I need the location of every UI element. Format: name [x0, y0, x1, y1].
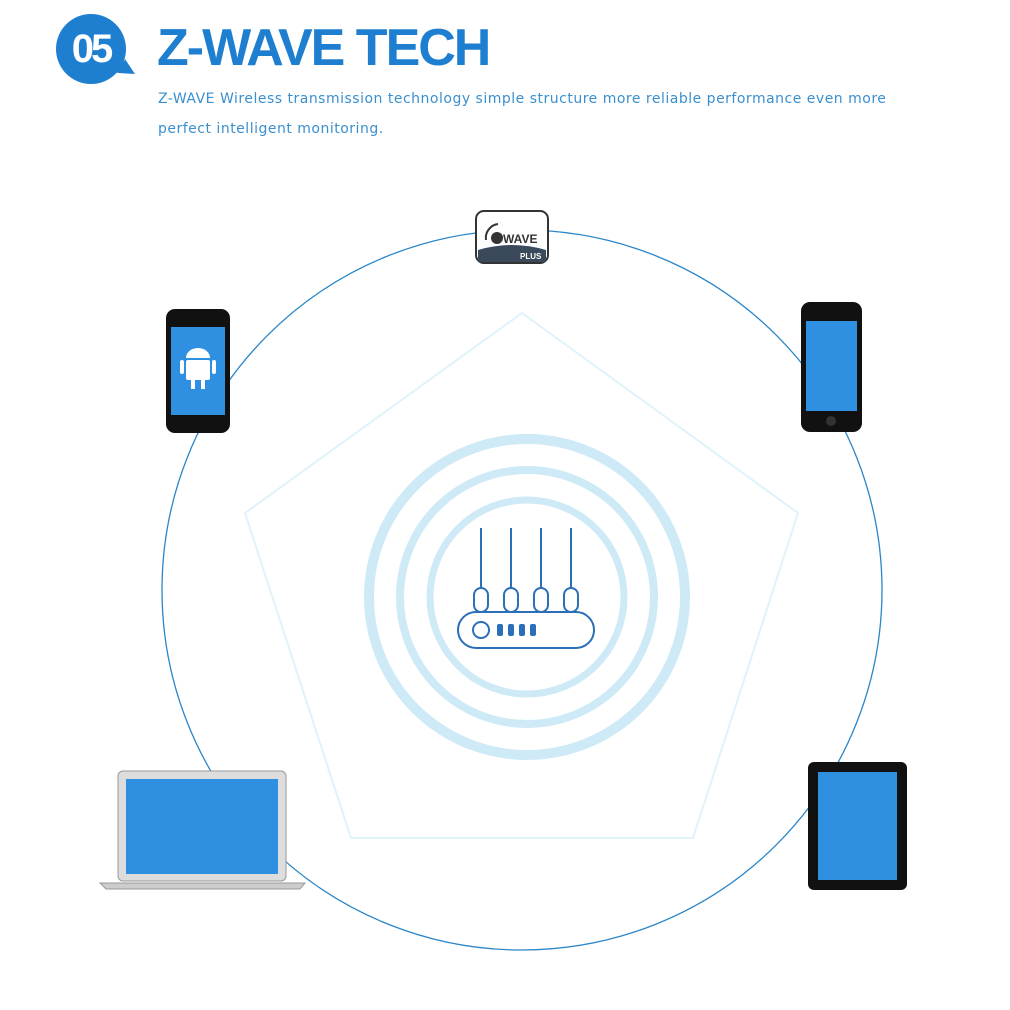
- iphone: [801, 302, 862, 432]
- android-icon: [180, 348, 216, 389]
- svg-text:PLUS: PLUS: [520, 252, 542, 261]
- signal-rings: [364, 434, 690, 760]
- pentagon-outline: [243, 311, 800, 839]
- section-number-badge: 05: [56, 14, 126, 84]
- page-title: Z-WAVE TECH: [157, 19, 491, 77]
- subtitle: Z-WAVE Wireless transmission technology …: [158, 91, 887, 137]
- tablet: [808, 762, 907, 890]
- svg-text:WAVE: WAVE: [503, 232, 537, 246]
- laptop: [98, 770, 307, 890]
- router-icon: [457, 528, 595, 649]
- z-wave-plus-logo: WAVE PLUS: [475, 210, 549, 264]
- android-phone: [166, 309, 230, 433]
